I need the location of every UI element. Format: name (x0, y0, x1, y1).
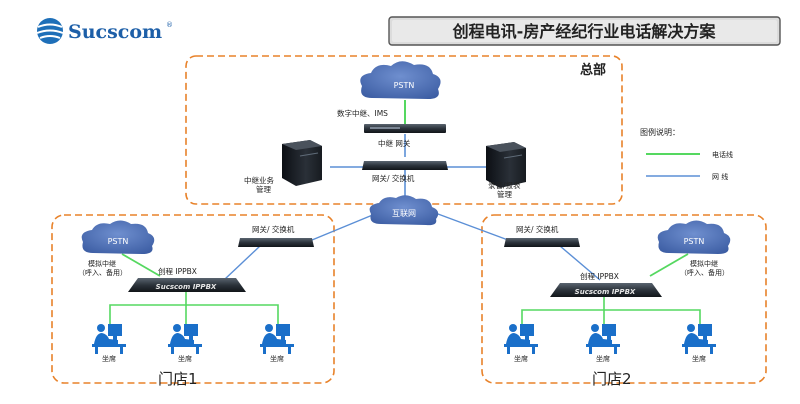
hq-gateway-device (364, 124, 446, 133)
store1-seat-3: 坐席 (260, 324, 294, 363)
agent-icon (586, 324, 620, 354)
agent-icon (260, 324, 294, 354)
store2-switch-device (504, 238, 580, 247)
store1-pstn-label: PSTN (108, 237, 129, 246)
internet-cloud: 互联网 (369, 195, 439, 226)
store2-trunk-label-1: 模拟中继 (690, 259, 718, 268)
registered-mark: ® (166, 21, 173, 29)
hq-server-left-icon (282, 140, 322, 186)
hq-switch-label: 网关/ 交换机 (372, 173, 415, 183)
store2-pstn-label: PSTN (684, 237, 705, 246)
store2-label: 门店2 (592, 370, 632, 388)
store2-ippbx-label: 创程 IPPBX (580, 271, 619, 281)
hq-server-right-label-2: 管理 (497, 189, 512, 199)
hq-server-left-label-1: 中继业务 (244, 175, 274, 185)
store1-ippbx-label: 创程 IPPBX (158, 266, 197, 276)
store2-ippbx-device: Sucscom IPPBX (550, 283, 662, 297)
store2-seat-label-2: 坐席 (596, 354, 610, 363)
hq-switch-device (362, 161, 448, 170)
store1-label: 门店1 (158, 370, 198, 388)
store1-pstn-cloud: PSTN (81, 220, 155, 254)
store2-pstn-cloud: PSTN (657, 220, 731, 254)
title-box: 创程电讯-房产经纪行业电话解决方案 (388, 16, 781, 46)
store2-seat-label-1: 坐席 (514, 354, 528, 363)
store1-trunk-label-2: （呼入、备用） (78, 268, 127, 277)
hq-pstn-label: PSTN (394, 81, 415, 90)
internet-label: 互联网 (392, 209, 416, 218)
hq-label: 总部 (580, 62, 606, 78)
store1-seat-1: 坐席 (92, 324, 126, 363)
page-title: 创程电讯-房产经纪行业电话解决方案 (452, 22, 717, 41)
legend-title: 图例说明： (640, 127, 680, 137)
store2-seat-2: 坐席 (586, 324, 620, 363)
agent-icon (504, 324, 538, 354)
legend-phone-label: 电话线 (712, 150, 733, 159)
agent-icon (168, 324, 202, 354)
store2-region (481, 214, 767, 384)
store1-seat-label-1: 坐席 (102, 354, 116, 363)
store1-seat-label-2: 坐席 (178, 354, 192, 363)
hq-gateway-label: 中继 网关 (378, 138, 411, 148)
store2-device-brand: Sucscom IPPBX (575, 288, 636, 296)
hq-server-left-label-2: 管理 (256, 184, 271, 194)
store1-trunk-label-1: 模拟中继 (88, 259, 116, 268)
agent-icon (92, 324, 126, 354)
store1-ippbx-device: Sucscom IPPBX (128, 278, 246, 292)
hq-pstn-cloud: PSTN (360, 61, 441, 99)
store2-seat-1: 坐席 (504, 324, 538, 363)
hq-server-right-label-1: 录音/报表 (488, 180, 521, 190)
brand-name: Sucscom (68, 21, 162, 43)
brand-logo: Sucscom ® (36, 18, 173, 44)
store1-seat-label-3: 坐席 (270, 354, 284, 363)
legend: 图例说明： 电话线 网 线 (640, 127, 733, 181)
store1-switch-device (238, 238, 314, 247)
network-lines (224, 134, 601, 281)
store1-seat-2: 坐席 (168, 324, 202, 363)
phone-lines (109, 100, 701, 325)
store1-switch-label: 网关/ 交换机 (252, 224, 295, 234)
store2-seat-label-3: 坐席 (692, 354, 706, 363)
store1-device-brand: Sucscom IPPBX (156, 283, 217, 291)
hq-trunk-label: 数字中继、IMS (337, 108, 388, 118)
legend-network-label: 网 线 (712, 172, 728, 181)
hq-server-right-icon (486, 142, 526, 188)
store2-seat-3: 坐席 (682, 324, 716, 363)
store2-switch-label: 网关/ 交换机 (516, 224, 559, 234)
store2-trunk-label-2: （呼入、备用） (680, 268, 729, 277)
agent-icon (682, 324, 716, 354)
